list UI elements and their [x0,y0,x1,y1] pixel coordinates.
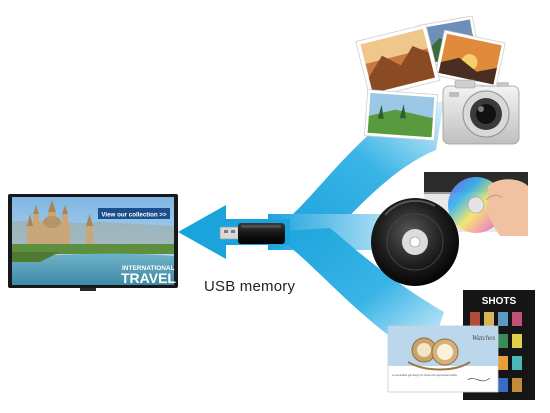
disc-player-icon [371,172,528,286]
usb-memory-label: USB memory [204,278,296,295]
printed-media-icon: SHOTS Watches a memorable gift desi [387,290,535,400]
display-stand [80,288,96,291]
display-banner [98,208,170,219]
brochure-caption: a memorable gift design for those who ap… [392,373,458,377]
poster-title: SHOTS [482,296,517,307]
display-headline-small: INTERNATIONAL [122,265,175,272]
usb-stick-icon [219,223,285,244]
brochure-title: Watches [472,334,495,342]
display-banner-text: View our collection >> [101,211,167,218]
display: View our collection >> INTERNATIONAL TRA… [8,194,178,291]
display-headline-large: TRAVEL [121,270,176,286]
photos-camera-icon [355,15,520,145]
